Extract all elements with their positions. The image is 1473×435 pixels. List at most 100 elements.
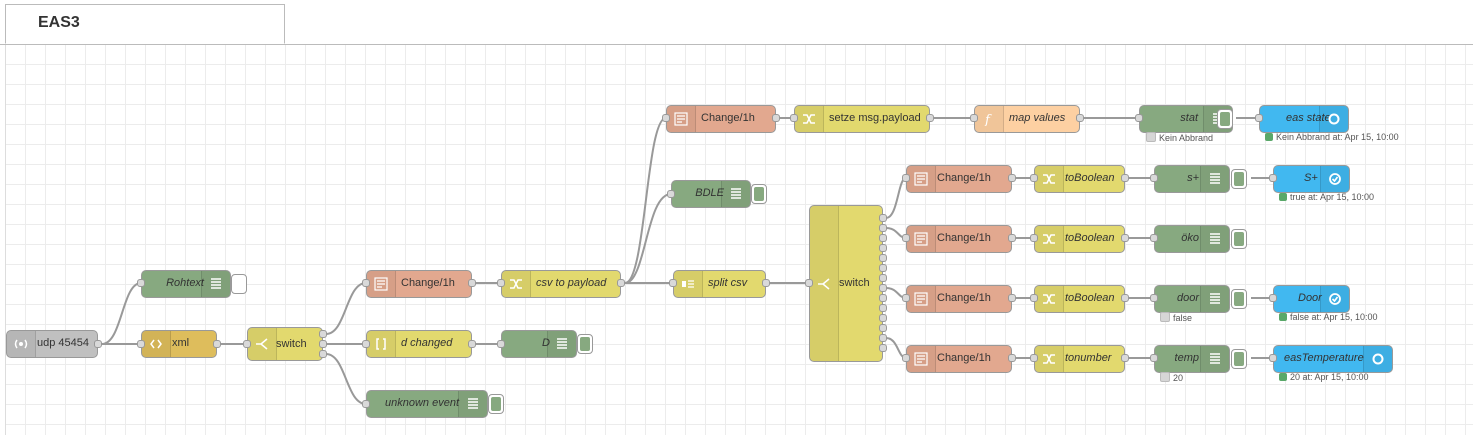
output-port[interactable] bbox=[879, 244, 887, 252]
input-port[interactable] bbox=[669, 279, 677, 287]
output-port[interactable] bbox=[926, 114, 934, 122]
switch-node[interactable]: switch bbox=[247, 327, 323, 361]
input-port[interactable] bbox=[243, 340, 251, 348]
xml-node[interactable]: xml bbox=[141, 330, 217, 358]
input-port[interactable] bbox=[1030, 354, 1038, 362]
output-port[interactable] bbox=[879, 234, 887, 242]
input-port[interactable] bbox=[362, 400, 370, 408]
output-port[interactable] bbox=[879, 334, 887, 342]
output-port[interactable] bbox=[94, 340, 102, 348]
debug-node-bdle[interactable]: BDLE bbox=[671, 180, 751, 208]
output-port[interactable] bbox=[468, 340, 476, 348]
input-port[interactable] bbox=[1255, 114, 1263, 122]
debug-toggle-button[interactable] bbox=[1217, 109, 1233, 129]
output-port[interactable] bbox=[772, 114, 780, 122]
input-port[interactable] bbox=[137, 340, 145, 348]
output-port[interactable] bbox=[1121, 294, 1129, 302]
output-port[interactable] bbox=[879, 344, 887, 352]
input-port[interactable] bbox=[1150, 174, 1158, 182]
output-port[interactable] bbox=[213, 340, 221, 348]
csv-node-split[interactable]: split csv bbox=[673, 270, 766, 298]
output-port[interactable] bbox=[762, 279, 770, 287]
change-node-csv-to-payload[interactable]: csv to payload bbox=[501, 270, 621, 298]
input-port[interactable] bbox=[662, 114, 670, 122]
input-port[interactable] bbox=[667, 190, 675, 198]
debug-node-s-plus[interactable]: s+ bbox=[1154, 165, 1230, 193]
output-port[interactable] bbox=[879, 274, 887, 282]
input-port[interactable] bbox=[1030, 234, 1038, 242]
output-port[interactable] bbox=[879, 314, 887, 322]
rbe-node[interactable]: Change/1h bbox=[906, 285, 1012, 313]
debug-node-d[interactable]: D bbox=[501, 330, 577, 358]
output-port[interactable] bbox=[1008, 234, 1016, 242]
change-node-tonumber[interactable]: tonumber bbox=[1034, 345, 1125, 373]
output-port[interactable] bbox=[879, 224, 887, 232]
change-node-toboolean[interactable]: toBoolean bbox=[1034, 285, 1125, 313]
input-port[interactable] bbox=[1150, 354, 1158, 362]
tab-eas3[interactable]: EAS3 bbox=[5, 4, 285, 44]
input-port[interactable] bbox=[1269, 294, 1277, 302]
input-port[interactable] bbox=[902, 174, 910, 182]
debug-node-oko[interactable]: öko bbox=[1154, 225, 1230, 253]
output-port[interactable] bbox=[879, 324, 887, 332]
input-port[interactable] bbox=[1269, 174, 1277, 182]
switch-node-large[interactable]: switch bbox=[809, 205, 883, 362]
rbe-node[interactable]: Change/1h bbox=[906, 225, 1012, 253]
output-port[interactable] bbox=[1121, 354, 1129, 362]
input-port[interactable] bbox=[1150, 294, 1158, 302]
debug-node-door[interactable]: door bbox=[1154, 285, 1230, 313]
output-port[interactable] bbox=[879, 304, 887, 312]
output-port[interactable] bbox=[1008, 294, 1016, 302]
debug-toggle-button[interactable] bbox=[231, 274, 247, 294]
debug-toggle-button[interactable] bbox=[577, 334, 593, 354]
ui-node-eas-temperature[interactable]: easTemperature bbox=[1273, 345, 1393, 373]
input-port[interactable] bbox=[497, 279, 505, 287]
input-port[interactable] bbox=[1135, 114, 1143, 122]
output-port[interactable] bbox=[468, 279, 476, 287]
debug-node-rohtext[interactable]: Rohtext bbox=[141, 270, 231, 298]
debug-toggle-button[interactable] bbox=[1231, 169, 1247, 189]
udp-in-node[interactable]: udp 45454 bbox=[6, 330, 98, 358]
output-port[interactable] bbox=[617, 279, 625, 287]
output-port[interactable] bbox=[1121, 234, 1129, 242]
output-port[interactable] bbox=[319, 330, 327, 338]
output-port[interactable] bbox=[1076, 114, 1084, 122]
input-port[interactable] bbox=[1030, 294, 1038, 302]
change-node-setze-payload[interactable]: setze msg.payload bbox=[794, 105, 930, 133]
output-port[interactable] bbox=[1008, 174, 1016, 182]
output-port[interactable] bbox=[879, 284, 887, 292]
output-port[interactable] bbox=[879, 254, 887, 262]
debug-toggle-button[interactable] bbox=[1231, 349, 1247, 369]
function-node-map-values[interactable]: f map values bbox=[974, 105, 1080, 133]
change-node-toboolean[interactable]: toBoolean bbox=[1034, 225, 1125, 253]
rbe-node[interactable]: Change/1h bbox=[366, 270, 472, 298]
input-port[interactable] bbox=[1150, 234, 1158, 242]
input-port[interactable] bbox=[790, 114, 798, 122]
rbe-node[interactable]: Change/1h bbox=[906, 345, 1012, 373]
rbe-node[interactable]: Change/1h bbox=[666, 105, 776, 133]
function-node-d-changed[interactable]: d changed bbox=[366, 330, 472, 358]
input-port[interactable] bbox=[902, 234, 910, 242]
debug-node-unknown-event[interactable]: unknown event bbox=[366, 390, 488, 418]
ui-node-eas-state[interactable]: eas state bbox=[1259, 105, 1349, 133]
input-port[interactable] bbox=[902, 354, 910, 362]
input-port[interactable] bbox=[362, 340, 370, 348]
input-port[interactable] bbox=[902, 294, 910, 302]
input-port[interactable] bbox=[137, 279, 145, 287]
flow-canvas[interactable]: udp 45454 Rohtext xml switch Change/1h bbox=[5, 45, 1473, 435]
ui-node-s-plus[interactable]: S+ bbox=[1273, 165, 1350, 193]
output-port[interactable] bbox=[879, 214, 887, 222]
input-port[interactable] bbox=[1030, 174, 1038, 182]
input-port[interactable] bbox=[497, 340, 505, 348]
output-port[interactable] bbox=[879, 264, 887, 272]
input-port[interactable] bbox=[362, 279, 370, 287]
debug-toggle-button[interactable] bbox=[751, 184, 767, 204]
ui-node-door[interactable]: Door bbox=[1273, 285, 1350, 313]
input-port[interactable] bbox=[970, 114, 978, 122]
input-port[interactable] bbox=[805, 279, 813, 287]
output-port[interactable] bbox=[1008, 354, 1016, 362]
debug-toggle-button[interactable] bbox=[1231, 289, 1247, 309]
change-node-toboolean[interactable]: toBoolean bbox=[1034, 165, 1125, 193]
debug-toggle-button[interactable] bbox=[488, 394, 504, 414]
rbe-node[interactable]: Change/1h bbox=[906, 165, 1012, 193]
